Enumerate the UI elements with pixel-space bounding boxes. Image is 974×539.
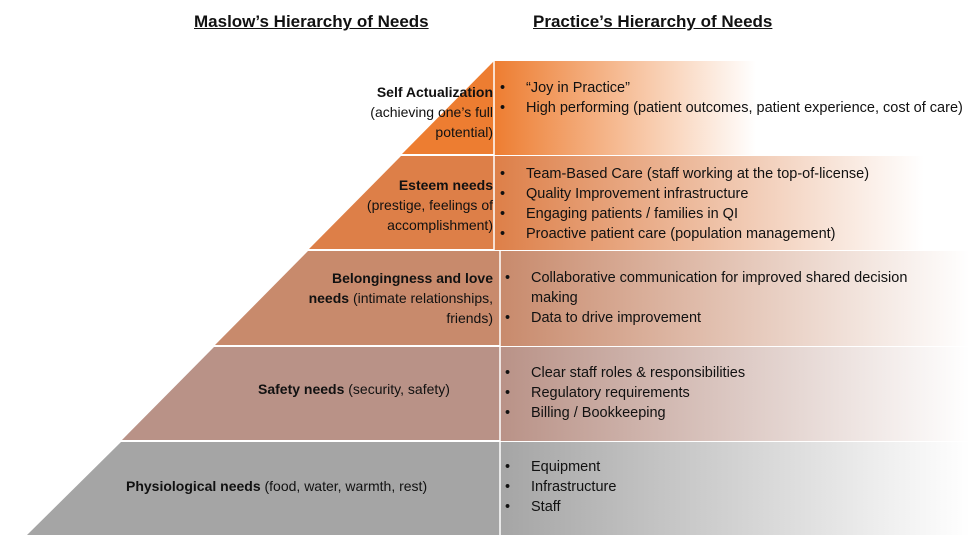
level-label-safety: Safety needs (security, safety): [258, 379, 450, 399]
pyramid-level-safety: [121, 347, 500, 441]
list-item: “Joy in Practice”: [498, 78, 968, 98]
list-item: Equipment: [503, 457, 943, 477]
list-item: Team-Based Care (staff working at the to…: [498, 164, 968, 184]
level-desc: (food, water, warmth, rest): [264, 478, 428, 494]
list-item: Collaborative communication for improved…: [503, 268, 943, 308]
level-desc: (security, safety): [348, 381, 450, 397]
practice-list-esteem: Team-Based Care (staff working at the to…: [498, 164, 968, 244]
list-item: Regulatory requirements: [503, 383, 943, 403]
level-label-self-actualization: Self Actualization (achieving one’s full…: [333, 82, 493, 142]
level-label-physiological: Physiological needs (food, water, warmth…: [126, 476, 427, 496]
level-title: Esteem needs: [398, 177, 493, 193]
level-desc: (intimate relationships, friends): [352, 290, 493, 326]
pyramid-level-esteem: [308, 156, 494, 250]
pyramid-level-self-actualization: [401, 61, 494, 155]
level-label-esteem: Esteem needs (prestige, feelings of acco…: [318, 175, 493, 235]
level-desc: (achieving one’s full potential): [370, 104, 493, 140]
level-desc: (prestige, feelings of accomplishment): [366, 197, 493, 233]
practice-list-physiological: Equipment Infrastructure Staff: [503, 457, 943, 517]
list-item: Quality Improvement infrastructure: [498, 184, 968, 204]
pyramid-level-belongingness: [214, 251, 500, 346]
list-item: High performing (patient outcomes, patie…: [498, 98, 968, 118]
level-title: Self Actualization: [376, 84, 493, 100]
list-item: Billing / Bookkeeping: [503, 403, 943, 423]
list-item: Proactive patient care (population manag…: [498, 224, 968, 244]
pyramid-level-physiological: [27, 442, 500, 535]
practice-list-self-actualization: “Joy in Practice” High performing (patie…: [498, 78, 968, 118]
level-title: Safety needs: [258, 381, 345, 397]
level-title: Belongingness and love needs: [308, 270, 493, 306]
level-label-belongingness: Belongingness and love needs (intimate r…: [303, 268, 493, 328]
list-item: Clear staff roles & responsibilities: [503, 363, 943, 383]
list-item: Data to drive improvement: [503, 308, 943, 328]
practice-list-belongingness: Collaborative communication for improved…: [503, 268, 943, 328]
practice-list-safety: Clear staff roles & responsibilities Reg…: [503, 363, 943, 423]
practice-header: Practice’s Hierarchy of Needs: [533, 12, 773, 31]
level-title: Physiological needs: [126, 478, 261, 494]
list-item: Engaging patients / families in QI: [498, 204, 968, 224]
list-item: Staff: [503, 497, 943, 517]
maslow-header: Maslow’s Hierarchy of Needs: [194, 12, 429, 31]
list-item: Infrastructure: [503, 477, 943, 497]
